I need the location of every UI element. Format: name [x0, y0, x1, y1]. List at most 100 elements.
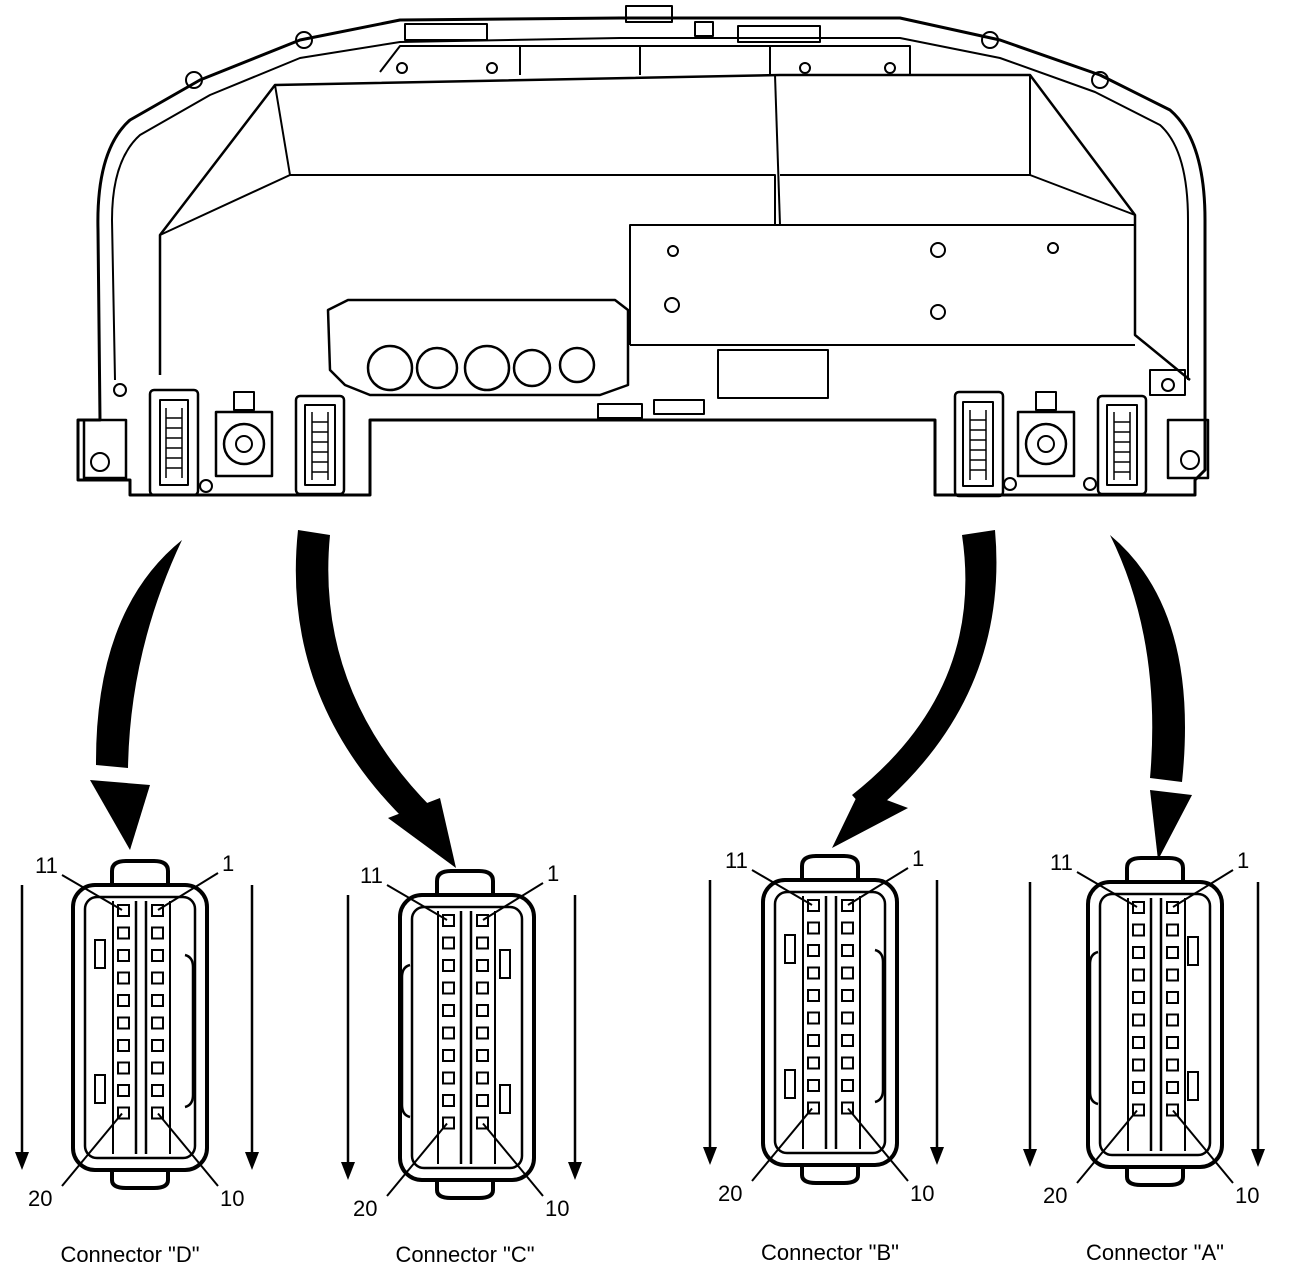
latch-top [110, 859, 170, 885]
pin-cavity [117, 1016, 130, 1030]
pin-cavity [841, 966, 854, 980]
pin-cavity [442, 1004, 455, 1017]
pin-cavity [476, 1071, 489, 1085]
pin-cavity [841, 989, 854, 1002]
leader-pin-20 [1076, 1109, 1138, 1184]
arrow-head [245, 1152, 259, 1170]
pin-cavity [1132, 1103, 1145, 1117]
latch-bottom [800, 1165, 860, 1185]
pin-cavity [1132, 1013, 1145, 1027]
pin-cavity [1166, 968, 1179, 982]
arrow-head [1023, 1149, 1037, 1167]
key-slot [499, 1084, 511, 1114]
pin-cavity [807, 1034, 820, 1047]
latch-bottom [1125, 1167, 1185, 1187]
guide-rail [1088, 950, 1099, 1106]
pin-cavity [841, 1034, 854, 1047]
leader-pin-10 [482, 1122, 544, 1197]
pin-cavity [807, 921, 820, 935]
pin-cavity [841, 1079, 854, 1092]
pin-label-10: 10 [220, 1186, 244, 1211]
pin-cavity [1132, 991, 1145, 1004]
pin-cavity [807, 1101, 820, 1115]
pin-cavity [1132, 1081, 1145, 1094]
pin-cavity [807, 944, 820, 957]
leader-pin-10 [1172, 1109, 1234, 1184]
connector-body [761, 878, 899, 1167]
key-slot [94, 939, 106, 969]
connector-body [71, 883, 209, 1172]
key-slot [784, 934, 796, 964]
pin-label-20: 20 [718, 1181, 742, 1206]
pin-cavity [1166, 946, 1179, 959]
pin-cavity [442, 936, 455, 950]
pin-cavity [1132, 968, 1145, 982]
pin-cavity [117, 949, 130, 962]
guide-rail [400, 963, 411, 1119]
pin-cavity [807, 989, 820, 1002]
pin-cavity [476, 959, 489, 972]
arrow-head [703, 1147, 717, 1165]
pin-cavity [476, 1026, 489, 1040]
pin-label-10: 10 [910, 1181, 934, 1206]
pin-cavity [841, 1011, 854, 1025]
pin-label-20: 20 [353, 1196, 377, 1221]
pin-cavity [1132, 1058, 1145, 1072]
latch-bottom [435, 1180, 495, 1200]
guide-rail [874, 948, 885, 1104]
pin-cavity [841, 1101, 854, 1115]
latch-top [1125, 856, 1185, 882]
pin-cavity [117, 926, 130, 940]
pin-cavity [807, 1056, 820, 1070]
connector-inner-frame [1098, 892, 1212, 1157]
pin-cavity [151, 971, 164, 985]
leader-pin-11 [386, 884, 448, 921]
pin-label-20: 20 [1043, 1183, 1067, 1208]
leader-pin-20 [751, 1107, 813, 1182]
pin-label-10: 10 [545, 1196, 569, 1221]
connector-inner-frame [410, 905, 524, 1170]
arrow-to-connector-d [90, 540, 182, 850]
pin-cavity [1166, 1081, 1179, 1094]
pin-cavity [841, 944, 854, 957]
pin-cavity [1132, 946, 1145, 959]
pin-cavity [151, 1084, 164, 1097]
pin-cavity [1132, 1036, 1145, 1049]
pin-label-1: 1 [547, 861, 559, 886]
key-slot [94, 1074, 106, 1104]
leader-pin-1 [847, 867, 909, 906]
pin-cavity [476, 1049, 489, 1062]
pin-label-11: 11 [1050, 850, 1073, 875]
arrow-head [341, 1162, 355, 1180]
connector-label: Connector "B" [761, 1240, 899, 1265]
pin-cavity [807, 1079, 820, 1092]
pin-cavity [442, 1071, 455, 1085]
leader-pin-20 [386, 1122, 448, 1197]
pin-cavity [151, 1016, 164, 1030]
pin-cavity [151, 1061, 164, 1075]
pin-cavity [151, 926, 164, 940]
connector-body [1086, 880, 1224, 1169]
pin-cavity [151, 1106, 164, 1120]
pin-cavity [151, 904, 164, 917]
pin-label-10: 10 [1235, 1183, 1259, 1208]
leader-pin-1 [157, 872, 219, 911]
pin-cavity [841, 921, 854, 935]
pin-cavity [807, 1011, 820, 1025]
leader-pin-11 [1076, 871, 1138, 908]
pin-cavity [1166, 1058, 1179, 1072]
pin-label-11: 11 [725, 848, 748, 873]
connector-label: Connector "D" [60, 1242, 199, 1267]
arrow-head [930, 1147, 944, 1165]
pin-cavity [1166, 1013, 1179, 1027]
pin-cavity [841, 1056, 854, 1070]
key-slot [499, 949, 511, 979]
arrow-to-connector-c [295, 530, 456, 868]
pin-cavity [476, 981, 489, 995]
latch-top [435, 869, 495, 895]
pin-cavity [442, 959, 455, 972]
connector-label: Connector "A" [1086, 1240, 1224, 1265]
pin-label-20: 20 [28, 1186, 52, 1211]
